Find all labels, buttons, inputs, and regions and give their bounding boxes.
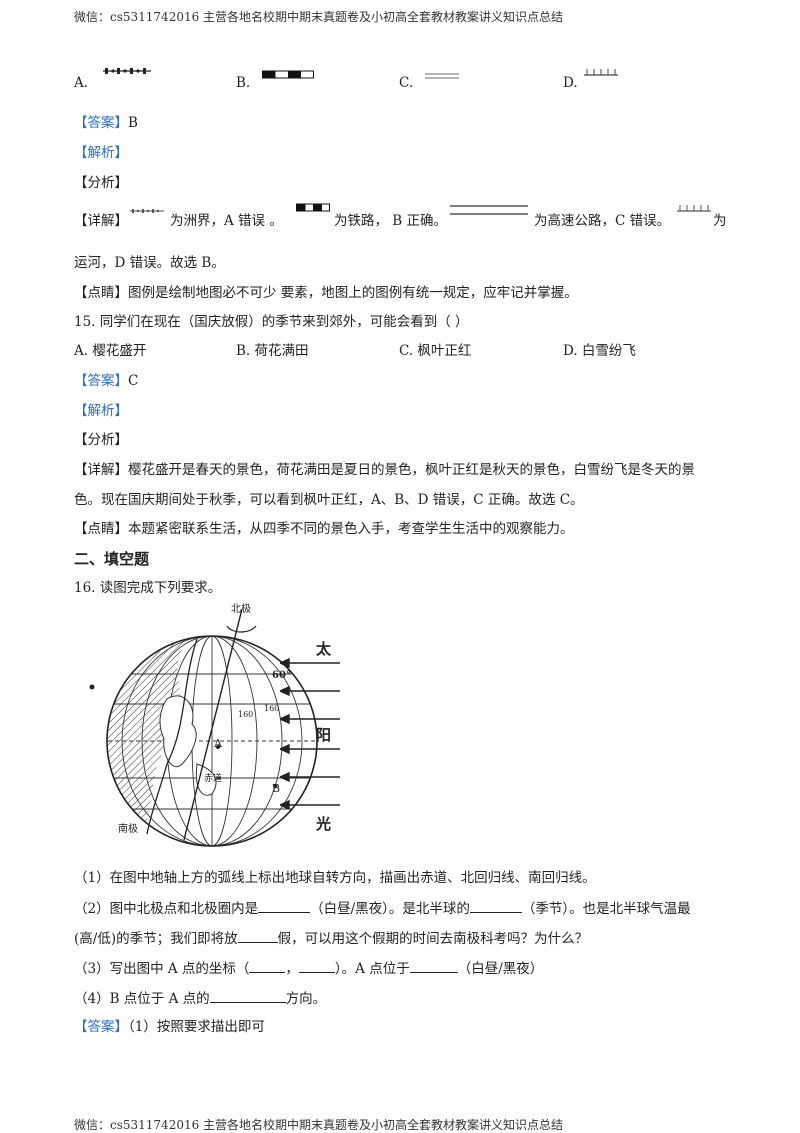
answer-value: （1）按照要求描出即可 xyxy=(128,1019,265,1035)
lon-160b-label: 160 xyxy=(264,704,280,713)
lat-60-label: 60° xyxy=(272,670,291,681)
q15-dianjing: 【点睛】本题紧密联系生活，从四季不同的景色入手，考查学生生活中的观察能力。 xyxy=(74,521,574,537)
sunlight-arrows xyxy=(280,657,340,811)
answer-tag: 【答案】 xyxy=(74,373,128,389)
q15-option-a: A. 樱花盛开 xyxy=(74,343,147,359)
canal-symbol-icon xyxy=(677,205,711,212)
q15-answer: 【答案】C xyxy=(74,371,138,391)
highway-symbol-icon xyxy=(450,205,528,215)
text: 方向。 xyxy=(285,991,327,1007)
answer-tag: 【答案】 xyxy=(74,1019,128,1035)
globe-illustration xyxy=(89,608,318,847)
fill-blank[interactable] xyxy=(469,898,522,913)
highway-symbol-icon xyxy=(425,73,459,79)
q15-option-d: D. 白雪纷飞 xyxy=(563,343,636,359)
canal-symbol-icon xyxy=(584,69,618,76)
text: （4）B 点位于 A 点的 xyxy=(74,991,210,1007)
q14-fenxi: 【分析】 xyxy=(74,175,128,191)
text: （2）图中北极点和北极圈内是 xyxy=(74,901,259,917)
fill-blank[interactable] xyxy=(409,958,458,973)
q14-detail-part-3: 为高速公路，C 错误。 xyxy=(534,213,671,229)
q14-option-d: D. xyxy=(563,75,578,91)
text: （季节）。也是北半球气温最 xyxy=(521,901,691,917)
q15-jiexi: 【解析】 xyxy=(74,403,128,419)
text: ）。A 点位于 xyxy=(334,961,410,977)
q16-stem: 16. 读图完成下列要求。 xyxy=(74,580,222,596)
q14-option-a: A. xyxy=(74,75,89,91)
q14-option-b: B. xyxy=(236,75,251,91)
sunlight-label-1: 太 xyxy=(316,640,332,658)
q16-part-3: （3）写出图中 A 点的坐标（ ， ）。A 点位于 （白昼/黑夜） xyxy=(74,958,543,979)
boundary-symbol-icon xyxy=(103,68,151,74)
q15-detail-line2: 色。现在国庆期间处于秋季，可以看到枫叶正红，A、B、D 错误，C 正确。故选 C… xyxy=(74,492,584,508)
railway-symbol-icon xyxy=(262,70,314,79)
fill-blank[interactable] xyxy=(237,928,278,943)
q14-detail-part-4: 为 xyxy=(713,213,727,229)
q14-option-c: C. xyxy=(399,75,414,91)
point-a-label: A xyxy=(214,737,222,750)
q14-answer: 【答案】B xyxy=(74,113,138,133)
fill-blank[interactable] xyxy=(258,898,311,913)
lon-160a-label: 160 xyxy=(238,710,254,719)
page-footer: 微信：cs5311742016 主营各地名校期中期末真题卷及小初高全套教材教案讲… xyxy=(74,1118,564,1132)
q16-part-2-line2: (高/低)的季节；我们即将放 假，可以用这个假期的时间去南极科考吗？为什么？ xyxy=(74,928,588,949)
q14-detail-part-2: 为铁路， B 正确。 xyxy=(334,213,448,229)
boundary-symbol-icon xyxy=(130,209,164,213)
fill-blank[interactable] xyxy=(209,988,286,1003)
answer-value: C xyxy=(128,373,139,389)
railway-symbol-icon xyxy=(296,203,330,212)
q14-jiexi: 【解析】 xyxy=(74,145,128,161)
q15-option-c: C. 枫叶正红 xyxy=(399,343,472,359)
text: （白昼/黑夜） xyxy=(457,961,544,977)
fill-blank[interactable] xyxy=(249,958,286,973)
north-pole-label: 北极 xyxy=(231,604,251,615)
q15-option-b: B. 荷花满田 xyxy=(236,343,309,359)
q16-part-2-line1: （2）图中北极点和北极圈内是 （白昼/黑夜）。是北半球的 （季节）。也是北半球气温最 xyxy=(74,898,691,919)
q15-detail-line1: 【详解】樱花盛开是春天的景色，荷花满田是夏日的景色，枫叶正红是秋天的景色，白雪纷… xyxy=(74,462,695,478)
text: （3）写出图中 A 点的坐标（ xyxy=(74,961,250,977)
q14-dianjing: 【点睛】图例是绘制地图必不可少 要素，地图上的图例有统一规定，应牢记并掌握。 xyxy=(74,285,578,301)
q14-detail-part-1: 为洲界，A 错误 。 xyxy=(170,213,283,229)
sunlight-label-3: 光 xyxy=(316,815,332,833)
text: （白昼/黑夜）。是北半球的 xyxy=(310,901,470,917)
text: ， xyxy=(285,961,299,977)
answer-value: B xyxy=(128,115,138,131)
answer-tag: 【答案】 xyxy=(74,115,128,131)
q14-detail-tag: 【详解】 xyxy=(74,213,128,229)
q14-detail-line2: 运河，D 错误。故选 B。 xyxy=(74,255,225,271)
fill-blank[interactable] xyxy=(298,958,335,973)
text: 假，可以用这个假期的时间去南极科考吗？为什么？ xyxy=(277,931,589,947)
q15-fenxi: 【分析】 xyxy=(74,432,128,448)
q16-part-4: （4）B 点位于 A 点的 方向。 xyxy=(74,988,326,1009)
equator-label: 赤道 xyxy=(204,774,223,784)
q16-part-1: （1）在图中地轴上方的弧线上标出地球自转方向，描画出赤道、北回归线、南回归线。 xyxy=(74,870,596,886)
q16-answer: 【答案】（1）按照要求描出即可 xyxy=(74,1017,265,1037)
section-heading: 二、填空题 xyxy=(74,550,150,568)
point-b-label: B xyxy=(272,782,281,795)
sunlight-label-2: 阳 xyxy=(316,726,332,744)
south-pole-label: 南极 xyxy=(118,824,138,835)
q15-stem: 15. 同学们在现在（国庆放假）的季节来到郊外，可能会看到（ ） xyxy=(74,314,469,330)
page-header: 微信：cs5311742016 主营各地名校期中期末真题卷及小初高全套教材教案讲… xyxy=(74,10,564,24)
text: (高/低)的季节；我们即将放 xyxy=(74,931,238,947)
